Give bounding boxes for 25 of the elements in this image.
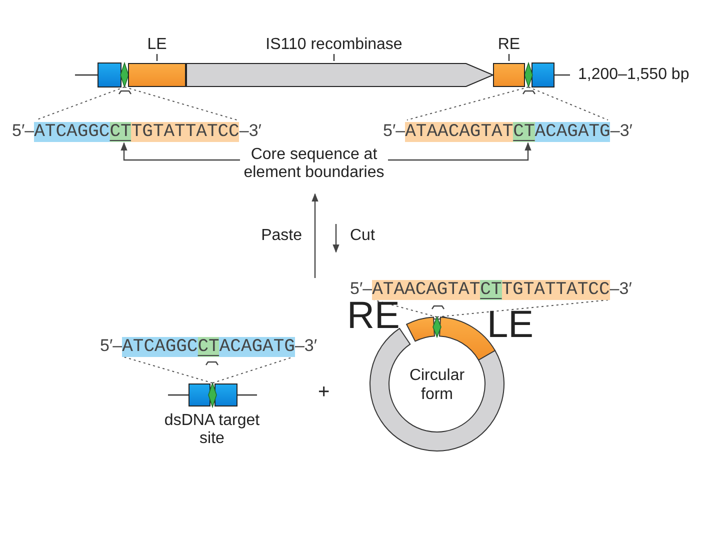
circle-label: Circular form xyxy=(408,366,466,404)
dna-sequence: 5′–ATCAGGCCTTGTATTATCC–3′ xyxy=(12,120,262,143)
end-label: LE xyxy=(487,305,534,345)
segment-label: LE xyxy=(146,36,168,54)
length-label: 1,200–1,550 bp xyxy=(578,66,690,84)
zoom-guide-line xyxy=(436,300,608,318)
zoom-guide-line xyxy=(406,86,529,120)
step-label: Cut xyxy=(350,227,375,245)
segment-label: RE xyxy=(496,36,522,54)
leader-line xyxy=(120,142,240,161)
core-site-diamond xyxy=(208,382,217,408)
step-label: Paste xyxy=(260,227,302,245)
zoom-guide-line xyxy=(124,86,238,120)
zoom-guide-line xyxy=(36,86,125,120)
zoom-guide-line xyxy=(212,356,294,384)
leader-line xyxy=(388,142,532,161)
zoom-guide-line xyxy=(124,356,213,384)
dna-sequence: 5′–ATCAGGCCTACAGATG–3′ xyxy=(100,335,318,358)
annotation-text: Core sequence at element boundaries xyxy=(234,146,394,182)
caption-text: dsDNA target site xyxy=(163,412,261,448)
core-site-diamond xyxy=(432,316,442,338)
plus-sign: + xyxy=(318,380,330,404)
segment-label: IS110 recombinase xyxy=(264,36,404,54)
zoom-guide-line xyxy=(528,86,608,120)
dna-sequence: 5′–ATAACAGTATCTACAGATG–3′ xyxy=(383,120,632,143)
